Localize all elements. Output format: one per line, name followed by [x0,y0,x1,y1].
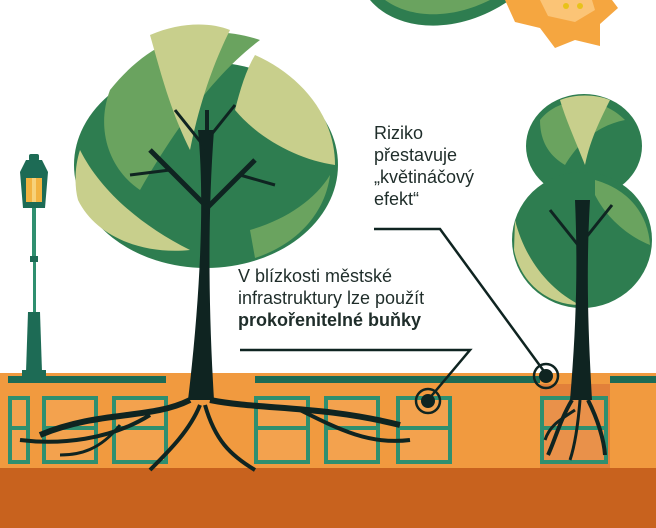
risk-annotation-line: efekt“ [374,189,474,211]
infrastructure-annotation-emphasis: prokořenitelné buňky [238,310,424,332]
soil-lower [0,468,656,528]
decorative-flower [505,0,618,48]
pavement-left [8,376,166,383]
root-cell [398,398,450,462]
pavement-right [610,376,656,383]
infrastructure-annotation-line: infrastruktury lze použít [238,288,424,310]
pavement-middle [255,376,540,383]
risk-annotation: Riziko přestavuje „květináčový efekt“ [374,123,474,211]
infrastructure-annotation-line: V blízkosti městské [238,266,424,288]
street-lamp-icon [20,154,48,376]
infrastructure-annotation: V blízkosti městské infrastruktury lze p… [238,266,424,332]
risk-annotation-line: Riziko [374,123,474,145]
risk-annotation-line: „květináčový [374,167,474,189]
root-cell [326,398,378,462]
root-cell [10,398,28,462]
decorative-leaf [370,0,510,26]
risk-annotation-line: přestavuje [374,145,474,167]
